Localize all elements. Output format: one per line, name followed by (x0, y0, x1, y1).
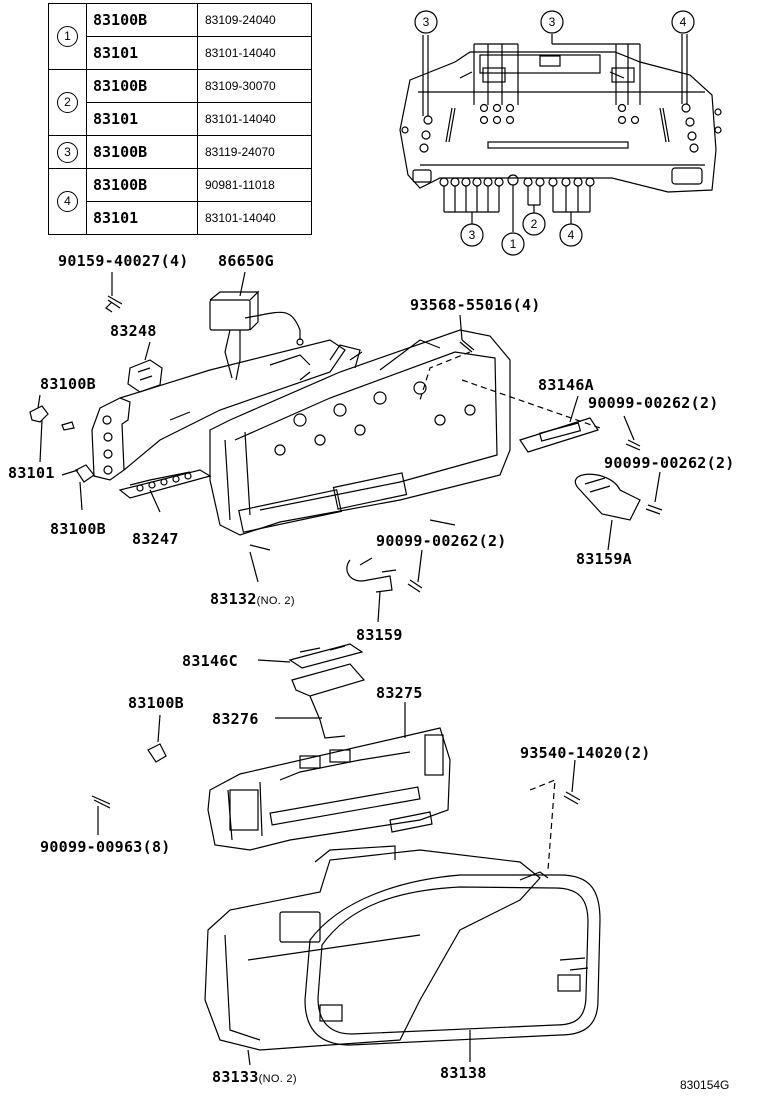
meter-assembly-illustration (91, 643, 601, 1051)
circle-label: 2 (531, 217, 538, 231)
table-cell-number: 90981-11018 (197, 168, 312, 202)
table-cell-number: 83109-30070 (197, 69, 312, 103)
part-label: 90099-00262(2) (376, 532, 507, 550)
table-cell-number: 83109-24040 (197, 3, 312, 37)
part-label: 83159A (576, 550, 632, 568)
part-label: 83276 (212, 710, 259, 728)
printed-circuit-housing-illustration (29, 290, 663, 593)
table-cell-number: 83101-14040 (197, 36, 312, 70)
part-label: 93540-14020(2) (520, 744, 651, 762)
part-label: 83146C (182, 652, 238, 670)
group-circle: 2 (57, 92, 78, 113)
table-group-cell: 1 (48, 3, 87, 70)
table-row: 2 83100B 83109-30070 (48, 69, 312, 136)
part-label-number: 83132 (210, 590, 257, 608)
table-cell-part: 83100B (86, 3, 198, 37)
table-cell-part: 83101 (86, 102, 198, 136)
part-label: 90099-00963(8) (40, 838, 171, 856)
part-label: 90099-00262(2) (604, 454, 735, 472)
callout-circles-top (414, 10, 695, 34)
part-label: 90159-40027(4) (58, 252, 189, 270)
part-label: 83100B (40, 375, 96, 393)
callout-circles-bottom (460, 212, 583, 256)
table-group-cell: 2 (48, 69, 87, 136)
part-label: 83146A (538, 376, 594, 394)
part-label: 90099-00262(2) (588, 394, 719, 412)
table-row: 1 83100B 83109-24040 (48, 3, 312, 70)
table-cell-part: 83100B (86, 69, 198, 103)
part-label: 83138 (440, 1064, 487, 1082)
group-circle: 3 (57, 141, 78, 163)
part-label: 83248 (110, 322, 157, 340)
part-label: 83133(NO. 2) (212, 1068, 297, 1088)
part-label-number: 83133 (212, 1068, 259, 1086)
part-label: 86650G (218, 252, 274, 270)
table-row: 83101 83101-14040 (49, 201, 312, 235)
part-label: 83100B (128, 694, 184, 712)
part-label: 83100B (50, 520, 106, 538)
table-group-cell: 3 (48, 135, 87, 169)
table-group-cell: 4 (48, 168, 87, 235)
table-row: 3 83100B 83119-24070 (48, 135, 312, 169)
part-label: 83275 (376, 684, 423, 702)
circle-label: 3 (423, 15, 430, 29)
table-cell-number: 83101-14040 (197, 201, 312, 235)
table-cell-number: 83119-24070 (197, 135, 312, 169)
table-row: 83101 83101-14040 (49, 102, 312, 136)
group-circle: 1 (57, 26, 78, 47)
label-leaders (37, 271, 661, 1066)
table-row: 4 83100B 90981-11018 (48, 168, 312, 235)
circle-label: 3 (469, 228, 476, 242)
table-row: 83101 83101-14040 (49, 36, 312, 70)
part-label-suffix: (NO. 2) (258, 1073, 297, 1085)
table-cell-part: 83101 (86, 36, 198, 70)
circle-label: 3 (549, 15, 556, 29)
table-cell-number: 83101-14040 (197, 102, 312, 136)
rear-view-illustration (399, 34, 722, 232)
part-label: 83247 (132, 530, 179, 548)
circle-label: 1 (510, 237, 517, 251)
part-label: 83101 (8, 464, 55, 482)
part-label-suffix: (NO. 2) (256, 595, 295, 607)
part-label: 83159 (356, 626, 403, 644)
circle-label: 4 (568, 228, 575, 242)
dashed-leaders (419, 351, 601, 871)
circle-label: 4 (680, 15, 687, 29)
part-label: 93568-55016(4) (410, 296, 541, 314)
table-cell-part: 83101 (86, 201, 198, 235)
group-circle: 4 (57, 191, 78, 212)
table-cell-part: 83100B (86, 135, 198, 169)
part-label: 83132(NO. 2) (210, 590, 295, 610)
table-cell-part: 83100B (86, 168, 198, 202)
figure-reference: 830154G (680, 1078, 730, 1092)
part-number-table: 1 83100B 83109-24040 83101 83101-14040 2… (48, 3, 312, 235)
